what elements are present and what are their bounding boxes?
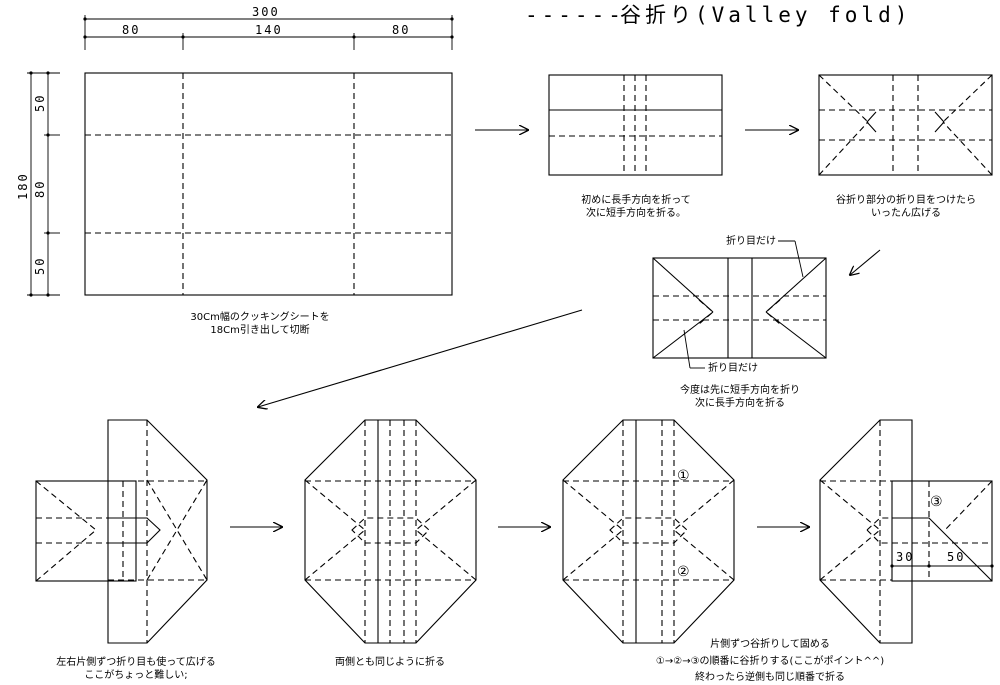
step-1-diagram <box>548 74 723 176</box>
callout-crease-top: 折り目だけ <box>726 234 776 247</box>
step-4-diagram <box>35 419 208 644</box>
step-7-diagram <box>819 419 994 644</box>
arrow-4 <box>258 309 583 407</box>
caption-step4-2: ここがちょっと難しい; <box>84 668 187 681</box>
dim-detail-right: 50 <box>947 550 965 564</box>
dimension-left: 180 50 80 50 <box>16 71 60 297</box>
dim-top-height: 50 <box>33 94 47 112</box>
arrow-3 <box>850 249 881 275</box>
caption-step7-1: 片側ずつ谷折りして固める <box>710 637 830 650</box>
caption-step7-3: 終わったら逆側も同じ順番で折る <box>695 670 845 683</box>
caption-step4-1: 左右片側ずつ折り目も使って広げる <box>56 655 216 668</box>
step-5-diagram <box>304 419 477 644</box>
step-6-diagram <box>562 419 735 644</box>
caption-sheet-2: 18Cm引き出して切断 <box>210 323 309 336</box>
dim-total-width: 300 <box>252 5 280 19</box>
caption-step5-1: 両側とも同じように折る <box>335 655 445 668</box>
dim-bottom-height: 50 <box>33 257 47 275</box>
legend-dash: ------ <box>525 3 625 27</box>
caption-step3-2: 次に長手方向を折る <box>695 396 785 409</box>
sheet-main <box>84 72 453 296</box>
dim-center-width: 140 <box>255 23 283 37</box>
marker-1-step6: ① <box>677 468 690 484</box>
callout-line-bottom <box>683 329 691 369</box>
dim-middle-height: 80 <box>33 180 47 198</box>
legend-text: 谷折り(Valley fold) <box>620 3 911 27</box>
dim-left-width: 80 <box>122 23 140 37</box>
caption-step2-2: いったん広げる <box>871 206 941 219</box>
caption-step2-1: 谷折り部分の折り目をつけたら <box>836 193 976 206</box>
caption-step1-2: 次に短手方向を折る。 <box>586 206 686 219</box>
legend: ------ 谷折り(Valley fold) <box>525 3 911 27</box>
step-3-diagram <box>652 257 827 359</box>
marker-3-step7: ③ <box>930 494 943 510</box>
caption-step7-2: ①→②→③の順番に谷折りする(ここがポイント^^) <box>656 654 884 667</box>
dim-detail-left: 30 <box>896 550 914 564</box>
callout-line-top <box>794 240 804 278</box>
dim-right-width: 80 <box>392 23 410 37</box>
dimension-top: 300 80 140 80 <box>83 5 454 50</box>
step-2-diagram <box>818 74 993 176</box>
caption-step1-1: 初めに長手方向を折って <box>581 193 691 206</box>
marker-2-step6: ② <box>677 564 690 580</box>
caption-sheet-1: 30Cm幅のクッキングシートを <box>190 310 329 323</box>
callout-crease-bottom: 折り目だけ <box>708 361 758 374</box>
caption-step3-1: 今度は先に短手方向を折り <box>680 383 800 396</box>
dim-total-height: 180 <box>16 172 30 200</box>
